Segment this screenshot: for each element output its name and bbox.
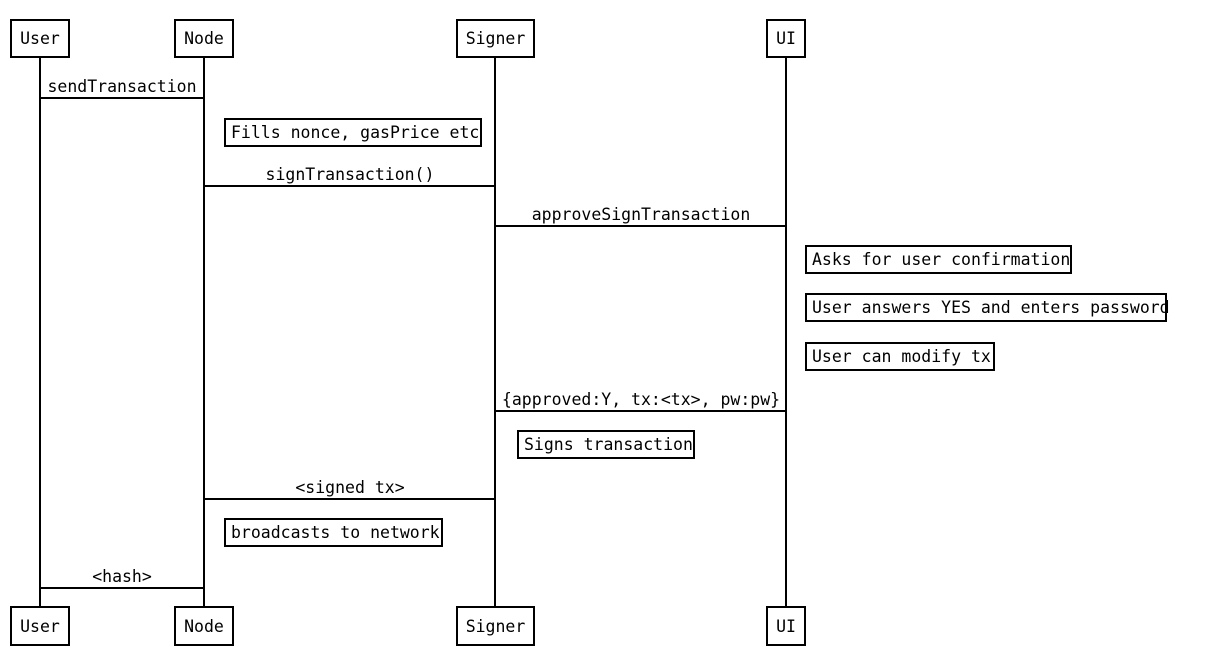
actor-bottom-ui: UI <box>766 606 806 646</box>
actor-top-node: Node <box>174 19 234 58</box>
note-signs-transaction: Signs transaction <box>517 430 695 459</box>
lifeline-user <box>39 58 41 606</box>
note-broadcasts-to-network: broadcasts to network <box>224 518 443 547</box>
message-label-approve-sign-transaction: approveSignTransaction <box>531 205 751 224</box>
actor-label: Signer <box>465 29 526 48</box>
lifeline-node <box>203 58 205 606</box>
note-asks-confirmation: Asks for user confirmation <box>805 245 1072 274</box>
lifeline-signer <box>494 58 496 606</box>
actor-label: Signer <box>465 616 526 636</box>
message-line-send-transaction <box>39 97 205 99</box>
actor-bottom-signer: Signer <box>456 606 535 646</box>
actor-label: User <box>20 29 60 48</box>
message-line-signed-tx <box>203 498 496 500</box>
message-label-sign-transaction: signTransaction() <box>265 165 435 184</box>
lifeline-ui <box>785 58 787 606</box>
message-line-approve-sign-transaction <box>494 225 787 227</box>
actor-bottom-node: Node <box>174 606 234 646</box>
actor-label: User <box>20 616 60 636</box>
actor-label: Node <box>184 29 224 48</box>
note-user-can-modify-tx: User can modify tx <box>805 342 995 371</box>
message-label-signed-tx: <signed tx> <box>295 478 405 497</box>
actor-top-ui: UI <box>766 19 806 58</box>
actor-bottom-user: User <box>10 606 70 646</box>
message-line-hash <box>39 587 205 589</box>
actor-top-signer: Signer <box>456 19 535 58</box>
actor-top-user: User <box>10 19 70 58</box>
actor-label: Node <box>184 616 224 636</box>
message-line-approved-payload <box>494 410 787 412</box>
message-line-sign-transaction <box>203 185 496 187</box>
message-label-hash: <hash> <box>92 567 152 586</box>
message-label-approved-payload: {approved:Y, tx:<tx>, pw:pw} <box>501 390 781 409</box>
message-label-send-transaction: sendTransaction <box>47 77 197 96</box>
note-user-answers-yes: User answers YES and enters password <box>805 293 1170 322</box>
actor-label: UI <box>776 616 796 636</box>
note-fills-nonce: Fills nonce, gasPrice etc <box>224 118 482 147</box>
actor-label: UI <box>776 29 796 48</box>
